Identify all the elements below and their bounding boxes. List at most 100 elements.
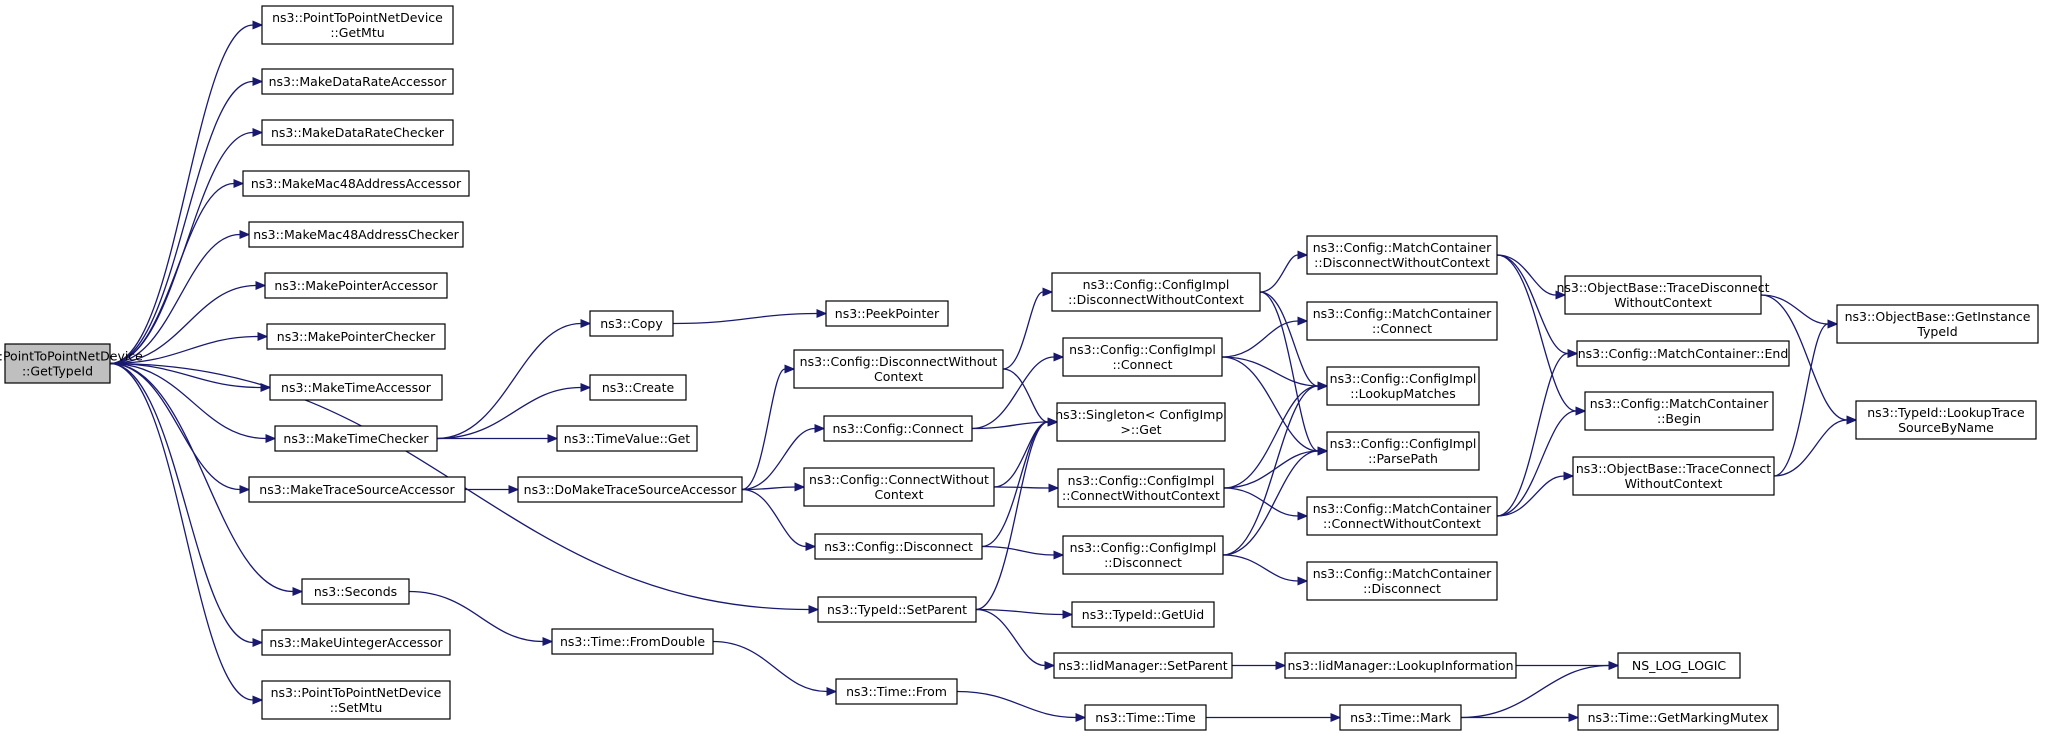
arrowhead xyxy=(1297,511,1309,521)
node-ob-trace-disc[interactable]: ns3::ObjectBase::TraceDisconnectWithoutC… xyxy=(1557,275,1770,315)
node-create[interactable]: ns3::Create xyxy=(589,374,687,401)
node-mkmac-chk[interactable]: ns3::MakeMac48AddressChecker xyxy=(248,221,464,248)
node-cfg-disc-wo-ctx[interactable]: ns3::Config::DisconnectWithoutContext xyxy=(793,349,1004,389)
node-parse-path[interactable]: ns3::Config::ConfigImpl::ParsePath xyxy=(1326,431,1480,471)
node-label: ns3::IidManager::LookupInformation xyxy=(1287,658,1513,673)
node-box xyxy=(266,323,446,350)
node-box xyxy=(261,5,454,45)
edge-root-to-mktime-chk xyxy=(109,362,277,444)
node-domake[interactable]: ns3::DoMakeTraceSourceAccessor xyxy=(517,476,743,503)
node-root[interactable]: ns3::PointToPointNetDevice::GetTypeId xyxy=(0,343,143,384)
node-mkmac-acc[interactable]: ns3::MakeMac48AddressAccessor xyxy=(242,170,470,197)
node-cfg-conn-wo-ctx[interactable]: ns3::Config::ConnectWithoutContext xyxy=(803,467,995,507)
node-cfg-connect[interactable]: ns3::Config::Connect xyxy=(823,415,973,442)
edge-line xyxy=(741,488,807,548)
node-label: ns3::Time::FromDouble xyxy=(560,634,705,649)
node-fromdouble[interactable]: ns3::Time::FromDouble xyxy=(551,628,714,655)
node-box xyxy=(261,119,454,146)
node-ttime[interactable]: ns3::Time::Time xyxy=(1084,704,1207,731)
node-box xyxy=(551,628,714,655)
node-label: ns3::TypeId::LookupTrace xyxy=(1867,405,2025,420)
node-copy[interactable]: ns3::Copy xyxy=(589,310,674,337)
node-box xyxy=(248,221,464,248)
node-seconds[interactable]: ns3::Seconds xyxy=(301,578,410,605)
node-impl-disc-wo[interactable]: ns3::Config::ConfigImpl::DisconnectWitho… xyxy=(1051,272,1261,312)
edge-domake-to-cfg-conn-wo-ctx xyxy=(741,482,806,492)
node-label: ns3::Config::ConfigImpl xyxy=(1083,277,1230,292)
node-cfg-disconnect[interactable]: ns3::Config::Disconnect xyxy=(814,533,983,560)
node-label: ns3::Config::Disconnect xyxy=(824,539,973,554)
node-box xyxy=(803,467,995,507)
node-mc-disc-wo[interactable]: ns3::Config::MatchContainer::DisconnectW… xyxy=(1306,235,1498,275)
node-from[interactable]: ns3::Time::From xyxy=(835,678,958,705)
node-mktrace-acc[interactable]: ns3::MakeTraceSourceAccessor xyxy=(248,476,466,503)
arrowhead xyxy=(1047,417,1059,427)
node-impl-connect[interactable]: ns3::Config::ConfigImpl::Connect xyxy=(1062,337,1223,377)
node-iid-lookup[interactable]: ns3::IidManager::LookupInformation xyxy=(1284,652,1517,679)
node-label: ns3::ObjectBase::TraceDisconnect xyxy=(1557,280,1770,295)
node-box xyxy=(1084,704,1207,731)
node-mc-begin[interactable]: ns3::Config::MatchContainer::Begin xyxy=(1584,391,1774,431)
node-tvget[interactable]: ns3::TimeValue::Get xyxy=(556,425,698,452)
node-label: SourceByName xyxy=(1898,420,1994,435)
arrowhead xyxy=(239,484,251,495)
node-impl-conn-wo[interactable]: ns3::Config::ConfigImpl::ConnectWithoutC… xyxy=(1057,468,1225,508)
node-get-mark-mutex[interactable]: ns3::Time::GetMarkingMutex xyxy=(1577,704,1779,731)
node-setparent[interactable]: ns3::TypeId::SetParent xyxy=(817,596,977,623)
node-label: ns3::Time::From xyxy=(846,684,947,699)
node-mark[interactable]: ns3::Time::Mark xyxy=(1339,704,1462,731)
edge-root-to-seconds xyxy=(109,362,304,597)
edge-line xyxy=(1222,554,1299,582)
edge-mktrace-acc-to-domake xyxy=(465,484,520,495)
node-mc-conn-wo[interactable]: ns3::Config::MatchContainer::ConnectWith… xyxy=(1306,496,1498,536)
node-label: >::Get xyxy=(1120,422,1161,437)
node-label: ns3::TimeValue::Get xyxy=(564,431,691,446)
edge-cfg-disconnect-to-impl-disc xyxy=(981,545,1065,560)
edge-line xyxy=(436,386,582,440)
node-label: ns3::Config::Connect xyxy=(832,421,963,436)
node-mktime-chk[interactable]: ns3::MakeTimeChecker xyxy=(274,425,438,452)
node-peek[interactable]: ns3::PeekPointer xyxy=(825,300,949,327)
node-box xyxy=(1617,652,1741,679)
node-singleton[interactable]: ns3::Singleton< ConfigImpl >::Get xyxy=(1055,402,1227,442)
node-mktime-acc[interactable]: ns3::MakeTimeAccessor xyxy=(269,374,443,401)
node-mkptr-chk[interactable]: ns3::MakePointerChecker xyxy=(266,323,446,350)
node-label: ns3::MakeDataRateAccessor xyxy=(269,74,448,89)
node-mkdr-acc[interactable]: ns3::MakeDataRateAccessor xyxy=(261,68,454,95)
node-mc-connect[interactable]: ns3::Config::MatchContainer::Connect xyxy=(1306,301,1498,341)
edge-line xyxy=(408,590,544,643)
edge-line xyxy=(1259,291,1319,387)
node-mkdr-chk[interactable]: ns3::MakeDataRateChecker xyxy=(261,119,454,146)
node-ob-trace-conn[interactable]: ns3::ObjectBase::TraceConnectWithoutCont… xyxy=(1572,456,1775,496)
node-label: ns3::DoMakeTraceSourceAccessor xyxy=(524,482,738,497)
edge-ttime-to-mark xyxy=(1206,712,1342,723)
edge-root-to-mkmac-chk xyxy=(109,229,251,365)
node-lookup-matches[interactable]: ns3::Config::ConfigImpl::LookupMatches xyxy=(1326,366,1480,406)
node-box xyxy=(1577,704,1779,731)
edge-line xyxy=(109,80,254,365)
node-setmtu[interactable]: ns3::PointToPointNetDevice::SetMtu xyxy=(261,680,451,720)
node-impl-disc[interactable]: ns3::Config::ConfigImpl::Disconnect xyxy=(1062,535,1224,575)
node-label: WithoutContext xyxy=(1614,295,1712,310)
node-mkuint-acc[interactable]: ns3::MakeUintegerAccessor xyxy=(261,629,451,656)
node-nslog[interactable]: NS_LOG_LOGIC xyxy=(1617,652,1741,679)
edge-impl-connect-to-mc-connect xyxy=(1221,316,1309,358)
node-box xyxy=(1306,561,1498,601)
edge-line xyxy=(1460,664,1610,719)
edge-mc-conn-wo-to-mc-end xyxy=(1496,348,1579,517)
node-label: ns3::Copy xyxy=(600,316,663,331)
node-mc-disc[interactable]: ns3::Config::MatchContainer::Disconnect xyxy=(1306,561,1498,601)
node-getmtu[interactable]: ns3::PointToPointNetDevice::GetMtu xyxy=(261,5,454,45)
node-iid-set-parent[interactable]: ns3::IidManager::SetParent xyxy=(1053,652,1233,679)
edge-line xyxy=(109,362,254,701)
node-mc-end[interactable]: ns3::Config::MatchContainer::End xyxy=(1576,340,1790,367)
edge-ob-trace-conn-to-ob-get-inst xyxy=(1773,319,1839,477)
node-getuid[interactable]: ns3::TypeId::GetUid xyxy=(1071,601,1215,628)
node-box xyxy=(1576,340,1790,367)
arrowhead xyxy=(580,318,592,329)
node-mkptr-acc[interactable]: ns3::MakePointerAccessor xyxy=(264,272,448,299)
node-label: ns3::Config::ConfigImpl xyxy=(1330,371,1477,386)
edge-cfg-conn-wo-ctx-to-singleton xyxy=(993,417,1059,488)
